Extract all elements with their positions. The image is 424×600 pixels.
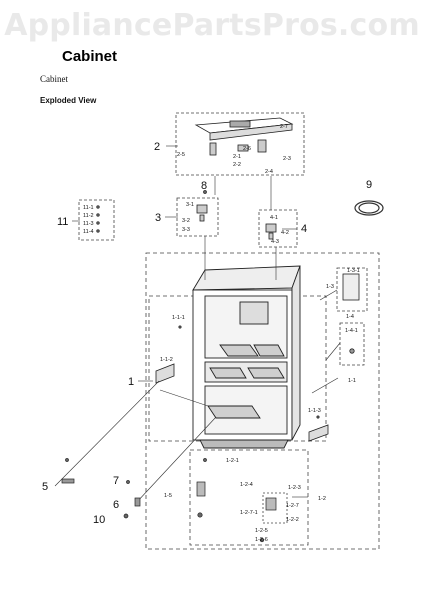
label-1-2-5: 1-2-5 xyxy=(255,528,268,534)
group-3-box xyxy=(176,197,219,237)
callout-6: 6 xyxy=(113,499,119,511)
leveler-part xyxy=(197,512,203,518)
label-1-3: 1-3 xyxy=(326,284,334,290)
label-1-4: 1-4 xyxy=(346,314,354,320)
cabinet-body xyxy=(192,265,301,449)
label-11-4: 11-4 xyxy=(83,229,94,235)
callout-10: 10 xyxy=(93,514,105,526)
trim-left-part xyxy=(155,363,175,384)
label-1-2-6: 1-2-6 xyxy=(255,537,268,543)
label-1-5: 1-5 xyxy=(164,493,172,499)
control-panel-part xyxy=(342,273,360,301)
bracket-1-2-7 xyxy=(265,497,277,511)
label-1-2-7: 1-2-7 xyxy=(286,503,299,509)
label-1-3-1: 1-3-1 xyxy=(347,268,360,274)
hinge-4-pin xyxy=(268,232,274,240)
callout-3: 3 xyxy=(155,212,161,224)
screw-1-1-1 xyxy=(178,325,182,329)
hinge-3-pin xyxy=(199,214,205,222)
part-11-3 xyxy=(96,221,100,225)
label-1-1-2: 1-1-2 xyxy=(160,357,173,363)
foot-part-5 xyxy=(61,478,75,484)
callout-4: 4 xyxy=(301,223,307,235)
label-11-2: 11-2 xyxy=(83,213,94,219)
label-4-3: 4-3 xyxy=(271,239,279,245)
label-4-1: 4-1 xyxy=(270,215,278,221)
section-subtitle: Cabinet xyxy=(40,74,68,84)
label-1-2-4: 1-2-4 xyxy=(240,482,253,488)
label-1-2-7-1: 1-2-7-1 xyxy=(240,510,258,516)
label-1-2: 1-2 xyxy=(318,496,326,502)
screw-1-2-1 xyxy=(203,458,207,462)
label-1-2-1: 1-2-1 xyxy=(226,458,239,464)
callout-2: 2 xyxy=(154,141,160,153)
screw-1-1-3 xyxy=(316,415,320,419)
group-1-2-box xyxy=(189,449,309,546)
label-2-4: 2-4 xyxy=(265,169,273,175)
screw-7 xyxy=(126,480,130,484)
group-4-box xyxy=(258,209,298,248)
label-3-3: 3-3 xyxy=(182,227,190,233)
watermark: AppliancePartsPros.com xyxy=(4,8,420,43)
water-tube-coil xyxy=(354,200,384,216)
label-2-2: 2-2 xyxy=(233,162,241,168)
part-11-1 xyxy=(96,205,100,209)
label-2-6: 2-6 xyxy=(243,146,251,152)
view-label: Exploded View xyxy=(40,96,97,105)
trim-right-part xyxy=(308,424,329,442)
callout-7: 7 xyxy=(113,475,119,487)
group-11-box xyxy=(78,199,115,241)
hinge-3-part xyxy=(196,204,208,214)
group-1-4-box xyxy=(339,322,365,366)
label-1-1: 1-1 xyxy=(348,378,356,384)
part-11-4 xyxy=(96,229,100,233)
leg-part xyxy=(196,481,206,497)
label-2-5: 2-5 xyxy=(177,152,185,158)
label-1-1-3: 1-1-3 xyxy=(308,408,321,414)
group-1-2-7-box xyxy=(262,492,288,524)
roller-part-6 xyxy=(134,497,141,507)
callout-9: 9 xyxy=(366,179,372,191)
label-3-1: 3-1 xyxy=(186,202,194,208)
label-1-2-3: 1-2-3 xyxy=(288,485,301,491)
group-1-3-box xyxy=(336,267,368,312)
part-11-2 xyxy=(96,213,100,217)
label-2-3: 2-3 xyxy=(283,156,291,162)
screw-5 xyxy=(65,458,69,462)
label-2-1: 2-1 xyxy=(233,154,241,160)
screw-8 xyxy=(203,190,207,194)
screw-10 xyxy=(123,513,129,519)
callout-5: 5 xyxy=(42,481,48,493)
cabinet-outer-box xyxy=(145,252,380,550)
label-11-1: 11-1 xyxy=(83,205,94,211)
hinge-4-part xyxy=(265,223,277,233)
label-11-3: 11-3 xyxy=(83,221,94,227)
top-cover-part xyxy=(194,117,294,156)
callout-11: 11 xyxy=(57,216,68,228)
label-1-1-1: 1-1-1 xyxy=(172,315,185,321)
label-3-2: 3-2 xyxy=(182,218,190,224)
label-1-4-1: 1-4-1 xyxy=(345,328,358,334)
callout-1: 1 xyxy=(128,376,134,388)
callout-8: 8 xyxy=(201,180,207,192)
sensor-part xyxy=(349,348,355,354)
label-2-7: 2-7 xyxy=(280,124,288,130)
page-title: Cabinet xyxy=(62,48,118,65)
screw-1-2-6 xyxy=(259,537,265,543)
label-4-2: 4-2 xyxy=(281,230,289,236)
label-1-2-2: 1-2-2 xyxy=(286,517,299,523)
